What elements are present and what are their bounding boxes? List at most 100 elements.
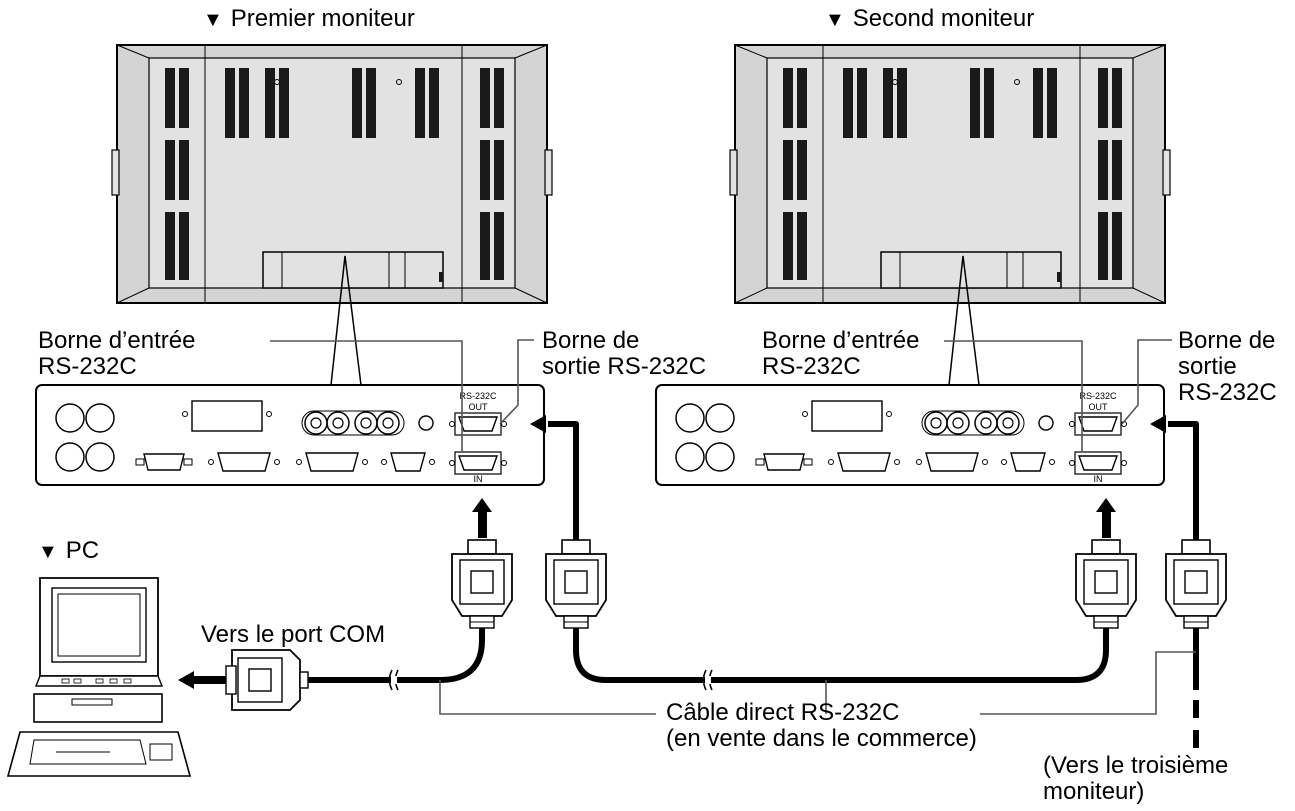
plug-m2-out [1165,539,1227,629]
plug-tip [467,539,497,555]
m2-input-label-line2: RS-232C [762,353,861,380]
db9-connector [390,452,426,472]
arrow-left-icon [1150,415,1166,433]
monitor-bevel [116,44,150,59]
rca-jack [996,411,1020,435]
vent-slot [265,68,275,138]
rs232c-panel-label: RS-232C [459,391,497,401]
header-first-monitor-text: Premier moniteur [230,5,415,32]
out-panel-label: OUT [1089,402,1109,412]
leader-m1-input [270,340,463,452]
plug-tip [225,665,237,695]
port-screw [501,460,507,466]
vent-slot [1047,68,1057,138]
vent-slot [783,212,793,280]
port-screw [894,459,900,465]
plug-pc [225,649,309,711]
pc-button [123,678,132,684]
m2-output-label-line2: sortie [1178,353,1237,380]
header-second-monitor-text: Second moniteur [852,5,1035,32]
vent-slot [165,68,175,128]
audio-jack [705,442,735,472]
monitor-inner-panel [766,57,1134,289]
rca-jack-inner [360,417,372,429]
monitor-bevel [514,44,548,59]
port-screw [182,411,188,417]
port-screw [449,421,455,427]
pc-drive [71,698,113,706]
port-screw [886,411,892,417]
in-panel-label: IN [1094,474,1103,484]
monitor-bevel [514,287,548,304]
rs232c-in-port [458,455,498,471]
triangle-marker-icon: ▼ [203,9,223,31]
bay-latch [439,272,443,282]
leader-cable-right [980,651,1196,715]
vga-connector [217,452,271,472]
m2-output-label-line3: RS-232C [1178,379,1277,406]
vent-slot [1112,68,1122,128]
third-monitor-label: (Vers le troisième moniteur) [1043,753,1228,805]
vent-slot [984,68,994,138]
monitor-bevel [1132,287,1166,304]
handle [1162,149,1171,196]
port-screw [381,459,387,465]
zoom-lines [948,255,980,386]
monitor-bevel [734,44,768,59]
arrow-left-icon [178,671,194,689]
port-screw [1049,459,1055,465]
rs232c-out-port [1078,416,1118,432]
cable-label: Câble direct RS-232C (en vente dans le c… [666,700,977,752]
dvi-connector [811,400,883,432]
connector [143,453,185,471]
arrow-up-icon [472,498,492,512]
vent-slot [179,212,189,280]
arrow-shaft [1102,512,1111,538]
vent-slot [165,212,175,280]
pc-button [95,678,104,684]
m1-output-label-line1: Borne de [542,327,640,354]
monitor-inner-panel [148,57,516,289]
vga-connector [925,452,979,472]
dvi-connector [191,400,263,432]
audio-jack [55,403,85,433]
audio-jack [705,403,735,433]
db9-connector [1010,452,1046,472]
port-screw [1001,459,1007,465]
screw [274,79,280,85]
audio-jack [675,403,705,433]
audio-jack [675,442,705,472]
cable-break-gap [391,676,397,684]
m2-output-label: Borne de sortie RS-232C [1178,328,1277,406]
port-screw [429,459,435,465]
rca-jack-inner [310,417,322,429]
cable-pc-to-m1 [305,612,485,683]
leader-cable-left [439,680,656,715]
arrow-left-icon [530,415,546,433]
cable-label-line2: (en vente dans le commerce) [666,725,977,752]
vent-slot [1098,140,1108,200]
small-jack [418,415,434,431]
port-screw [208,459,214,465]
vent-slot [494,140,504,200]
monitor-bevel [734,287,768,304]
audio-jack [85,442,115,472]
third-monitor-label-line2: moniteur) [1043,778,1145,805]
rca-jack-inner [930,417,942,429]
out-panel-label: OUT [469,402,489,412]
vent-slot [1112,212,1122,280]
m2-input-label-line1: Borne d’entrée [762,327,920,354]
vent-slot [1098,212,1108,280]
vent-slot [494,68,504,128]
plug-inner [470,570,494,594]
vent-slot [494,212,504,280]
vga-connector [305,452,359,472]
handle [544,149,553,196]
pc-button [61,678,70,684]
cable-break-gap [705,676,711,684]
pc-button [109,678,118,684]
connector-ear [135,458,145,466]
vent-slot [239,68,249,138]
